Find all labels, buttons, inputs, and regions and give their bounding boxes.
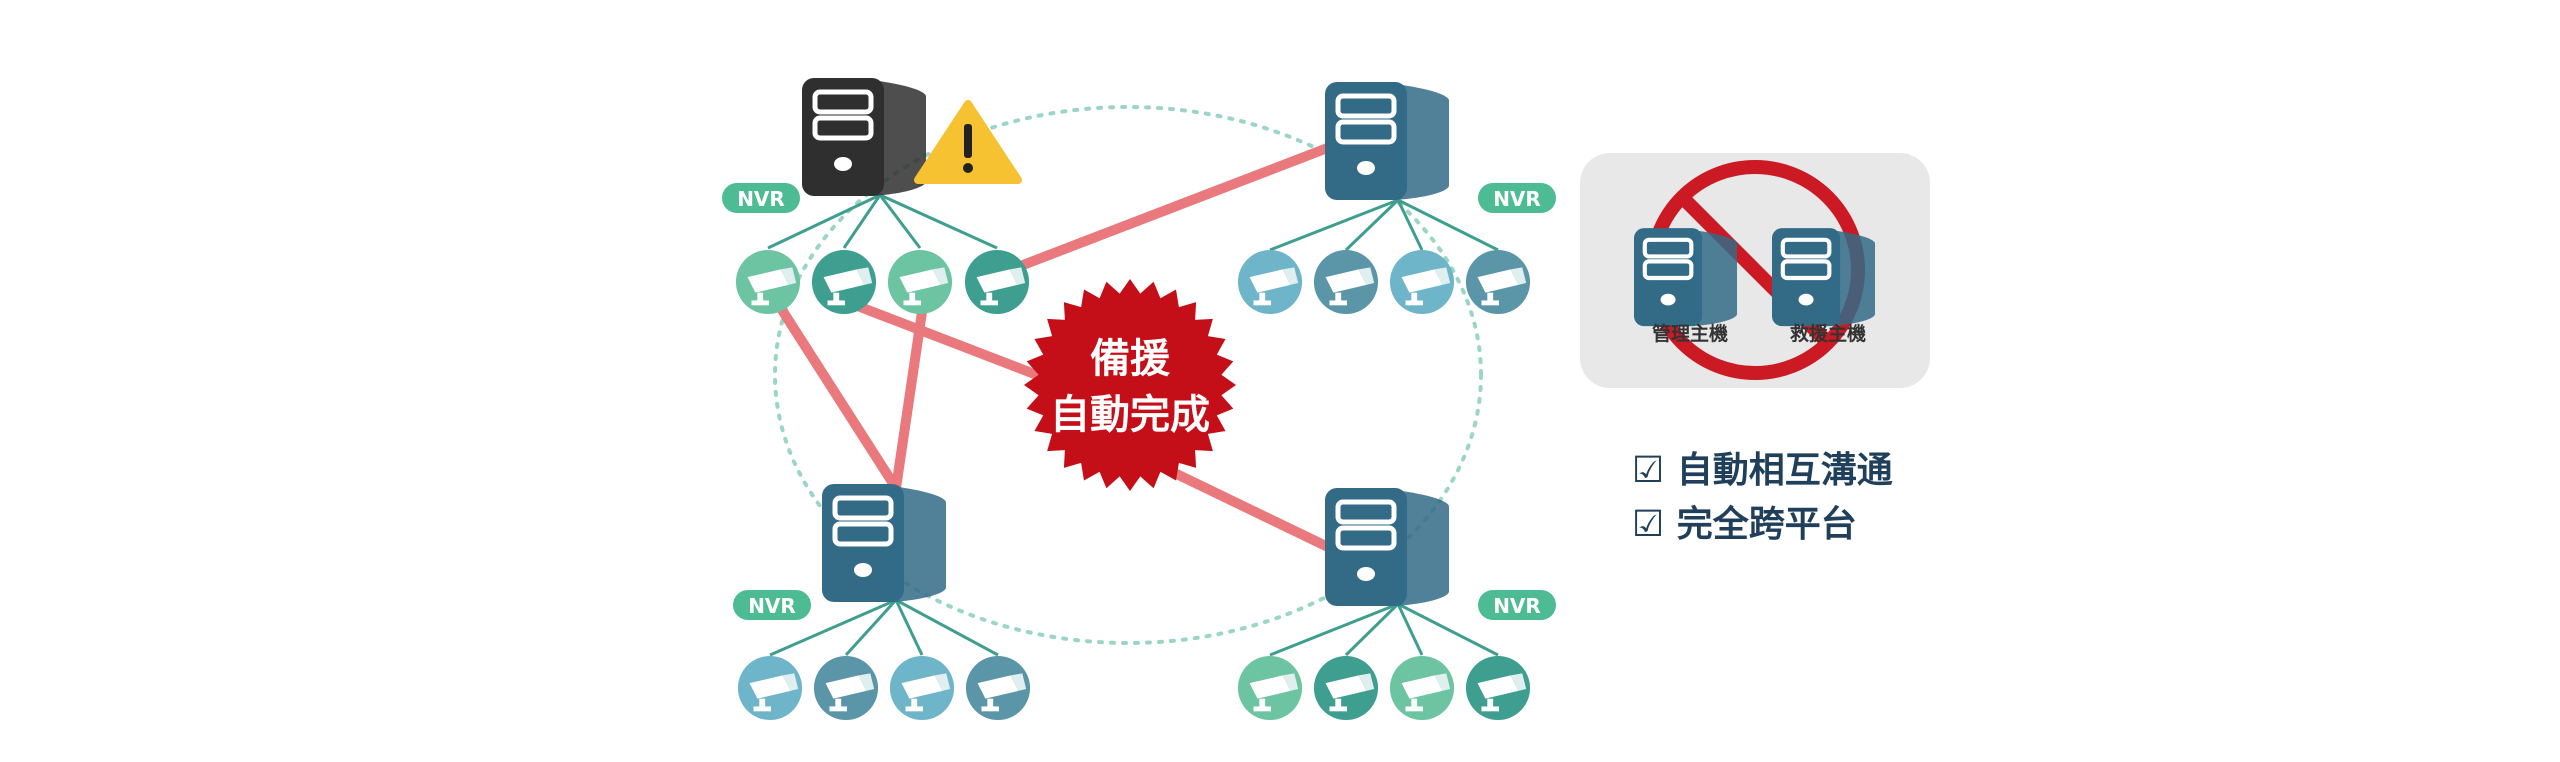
- nvr-badge: NVR: [733, 590, 811, 620]
- management-host-label: 管理主機: [1652, 322, 1728, 345]
- feature-item: ☑ 完全跨平台: [1632, 503, 1857, 545]
- server-icon: [1325, 488, 1449, 606]
- camera-icon: [1237, 655, 1303, 721]
- node-top-right: NVR: [1237, 82, 1556, 315]
- camera-icon: [887, 249, 953, 315]
- server-icon: [1325, 82, 1449, 200]
- feature-list: ☑ 自動相互溝通 ☑ 完全跨平台: [1632, 450, 1893, 545]
- camera-icon: [889, 655, 955, 721]
- feature-item: ☑ 自動相互溝通: [1632, 450, 1893, 491]
- server-icon: [1634, 228, 1737, 326]
- camera-icon: [1465, 655, 1531, 721]
- node-bottom-right: NVR: [1237, 488, 1556, 721]
- camera-icon: [1313, 249, 1379, 315]
- camera-icon: [1389, 655, 1455, 721]
- nvr-badge: NVR: [1478, 183, 1556, 213]
- camera-icon: [965, 655, 1031, 721]
- backup-complete-badge: 備援 自動完成: [1024, 279, 1236, 491]
- camera-icon: [737, 655, 803, 721]
- node-bottom-left: NVR: [733, 484, 1031, 721]
- svg-text:NVR: NVR: [748, 594, 796, 618]
- server-icon: [802, 78, 926, 196]
- badge-line-1: 備援: [1090, 336, 1171, 382]
- camera-icon: [735, 249, 801, 315]
- badge-line-2: 自動完成: [1050, 392, 1210, 438]
- no-host-panel: 管理主機 救援主機: [1580, 153, 1930, 388]
- svg-text:NVR: NVR: [1493, 594, 1541, 618]
- camera-icon: [1313, 655, 1379, 721]
- rescue-host-label: 救援主機: [1790, 322, 1866, 345]
- server-icon: [822, 484, 946, 602]
- svg-text:NVR: NVR: [1493, 187, 1541, 211]
- camera-icon: [813, 655, 879, 721]
- server-icon: [1772, 228, 1875, 326]
- camera-icon: [1465, 249, 1531, 315]
- camera-icon: [1237, 249, 1303, 315]
- camera-icon: [1389, 249, 1455, 315]
- camera-icon: [811, 249, 877, 315]
- svg-text:NVR: NVR: [737, 187, 785, 211]
- nvr-badge: NVR: [722, 183, 800, 213]
- camera-icon: [964, 249, 1030, 315]
- backup-links: [777, 142, 1335, 553]
- network-ring: [773, 105, 1483, 645]
- nvr-badge: NVR: [1478, 590, 1556, 620]
- warning-icon: [914, 100, 1022, 184]
- node-top-left: NVR: [722, 78, 1030, 315]
